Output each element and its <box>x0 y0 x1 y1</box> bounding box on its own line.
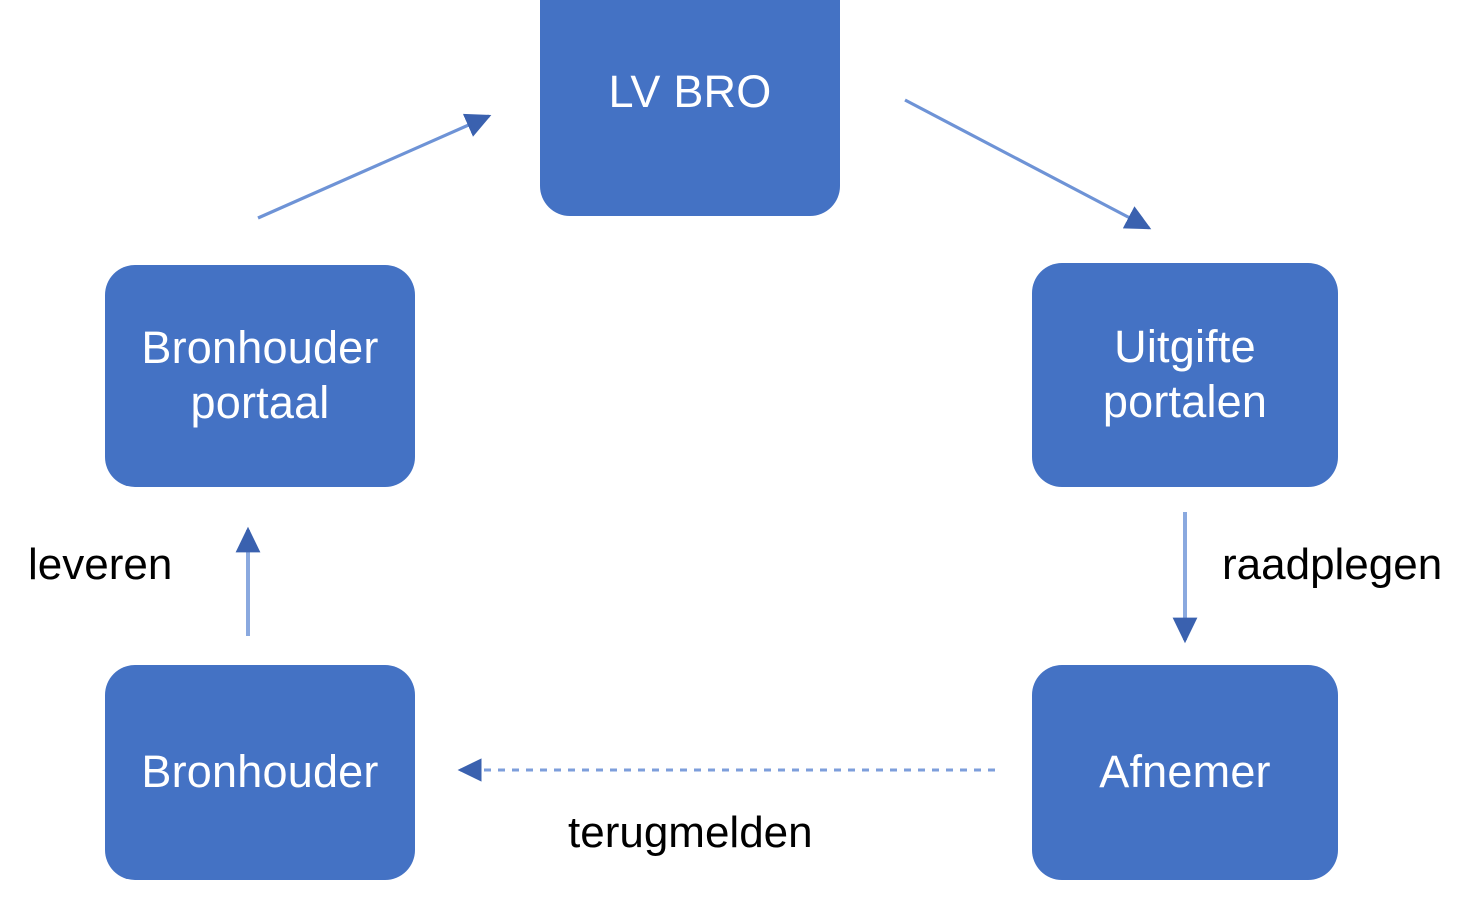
node-afnemer[interactable]: Afnemer <box>1032 665 1338 880</box>
node-bronhouder-portaal-label: Bronhouder portaal <box>141 322 379 428</box>
edge-label-raadplegen: raadplegen <box>1222 540 1443 589</box>
edge-line-portaal-to-lvbro <box>257 113 492 220</box>
node-lv-bro[interactable]: LV BRO <box>540 0 840 216</box>
node-uitgifte-portalen[interactable]: Uitgifte portalen <box>1032 263 1338 487</box>
node-lv-bro-label: LV BRO <box>608 65 772 117</box>
edge-label-terugmelden: terugmelden <box>568 808 813 857</box>
node-afnemer-label: Afnemer <box>1099 746 1271 798</box>
node-uitgifte-portalen-label: Uitgifte portalen <box>1102 321 1268 427</box>
edge-line-lvbro-to-uitgifte <box>904 98 1152 230</box>
node-bronhouder[interactable]: Bronhouder <box>105 665 415 880</box>
edge-label-leveren: leveren <box>28 540 173 589</box>
node-bronhouder-label: Bronhouder <box>141 746 379 798</box>
node-bronhouder-portaal[interactable]: Bronhouder portaal <box>105 265 415 487</box>
